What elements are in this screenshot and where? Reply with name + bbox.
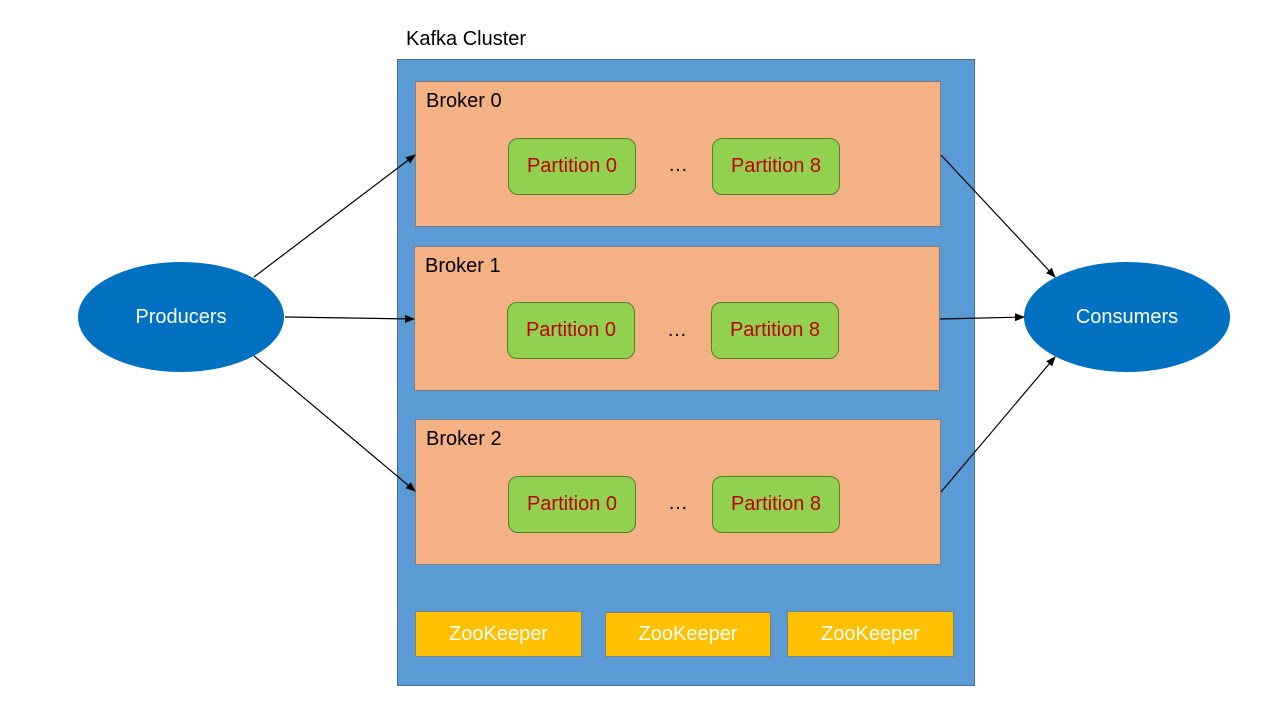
arrow-broker-2-to-consumers bbox=[940, 356, 1056, 493]
broker-0[interactable]: Broker 0 Partition 0 … Partition 8 bbox=[415, 81, 941, 227]
cluster-title: Kafka Cluster bbox=[406, 28, 527, 50]
broker-label: Broker 2 bbox=[426, 428, 502, 450]
ellipsis: … bbox=[668, 492, 688, 514]
ellipsis: … bbox=[667, 319, 687, 341]
partition-first[interactable]: Partition 0 bbox=[507, 302, 635, 359]
producers-node[interactable]: Producers bbox=[78, 262, 284, 372]
partition-last[interactable]: Partition 8 bbox=[712, 476, 840, 533]
partition-first[interactable]: Partition 0 bbox=[508, 476, 636, 533]
arrow-broker-1-to-consumers bbox=[939, 313, 1025, 322]
broker-label: Broker 0 bbox=[426, 90, 502, 112]
arrow-producers-to-broker-1 bbox=[284, 314, 415, 323]
arrow-producers-to-broker-2 bbox=[253, 355, 416, 492]
zookeeper-node[interactable]: ZooKeeper bbox=[787, 611, 954, 657]
arrow-producers-to-broker-0 bbox=[253, 154, 416, 278]
partition-last[interactable]: Partition 8 bbox=[712, 138, 840, 195]
partition-last[interactable]: Partition 8 bbox=[711, 302, 839, 359]
zookeeper-node[interactable]: ZooKeeper bbox=[605, 612, 771, 657]
zookeeper-node[interactable]: ZooKeeper bbox=[415, 611, 582, 657]
broker-label: Broker 1 bbox=[425, 255, 501, 277]
broker-1[interactable]: Broker 1 Partition 0 … Partition 8 bbox=[414, 246, 940, 391]
ellipsis: … bbox=[668, 154, 688, 176]
arrow-broker-0-to-consumers bbox=[940, 154, 1056, 278]
broker-2[interactable]: Broker 2 Partition 0 … Partition 8 bbox=[415, 419, 941, 565]
partition-first[interactable]: Partition 0 bbox=[508, 138, 636, 195]
consumers-node[interactable]: Consumers bbox=[1024, 262, 1230, 372]
